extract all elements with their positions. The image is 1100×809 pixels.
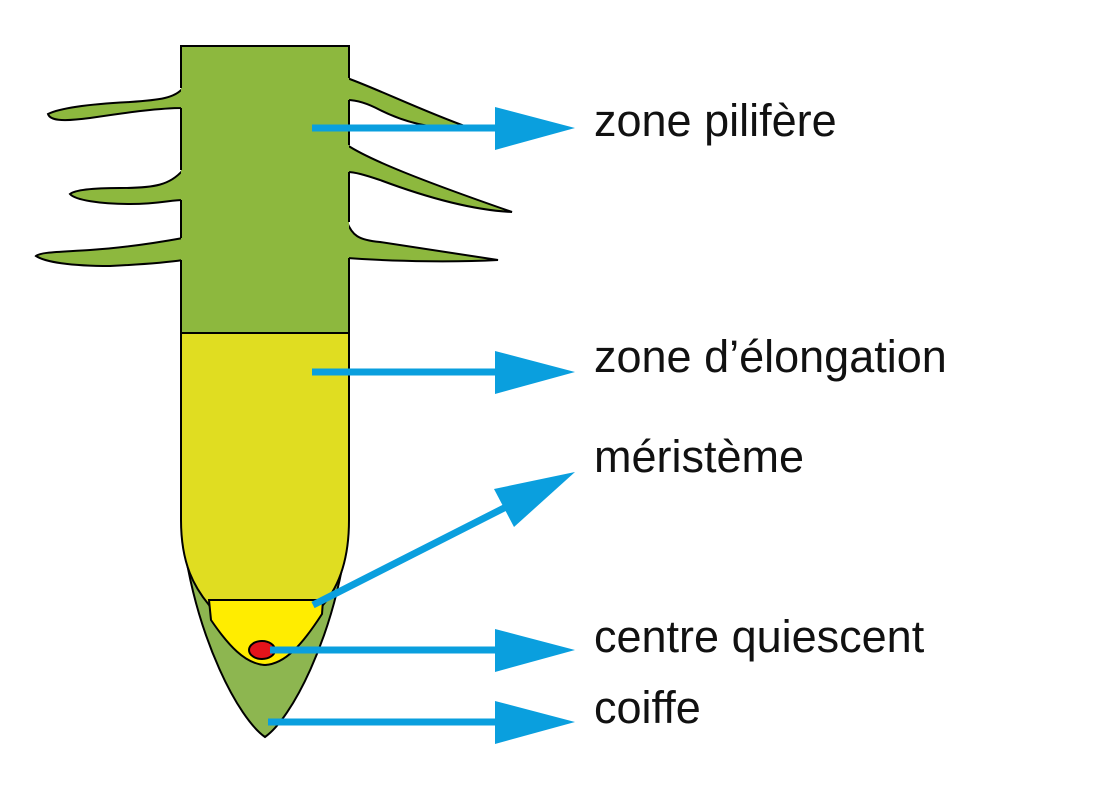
label-zone-elongation: zone d’élongation bbox=[594, 331, 947, 382]
zone-pilifere-region bbox=[181, 46, 349, 333]
arrow-coiffe bbox=[268, 701, 575, 744]
arrow-zone-elongation bbox=[312, 351, 575, 394]
root-hair bbox=[46, 85, 184, 122]
arrows bbox=[268, 107, 575, 744]
root-hairs bbox=[34, 76, 513, 268]
label-coiffe: coiffe bbox=[594, 682, 701, 733]
label-zone-pilifere: zone pilifère bbox=[594, 95, 837, 146]
arrow-meristeme bbox=[311, 472, 575, 609]
arrow-centre-quiescent bbox=[270, 629, 575, 672]
arrow-zone-pilifere bbox=[312, 107, 575, 150]
root-hair bbox=[34, 236, 184, 268]
label-meristeme: méristème bbox=[594, 431, 804, 482]
root-hair bbox=[346, 76, 471, 130]
label-centre-quiescent: centre quiescent bbox=[594, 611, 925, 662]
root-hair bbox=[346, 221, 499, 263]
root-hair bbox=[346, 143, 513, 213]
zone-pilifere-outline bbox=[180, 45, 350, 333]
root-hair bbox=[68, 167, 184, 206]
